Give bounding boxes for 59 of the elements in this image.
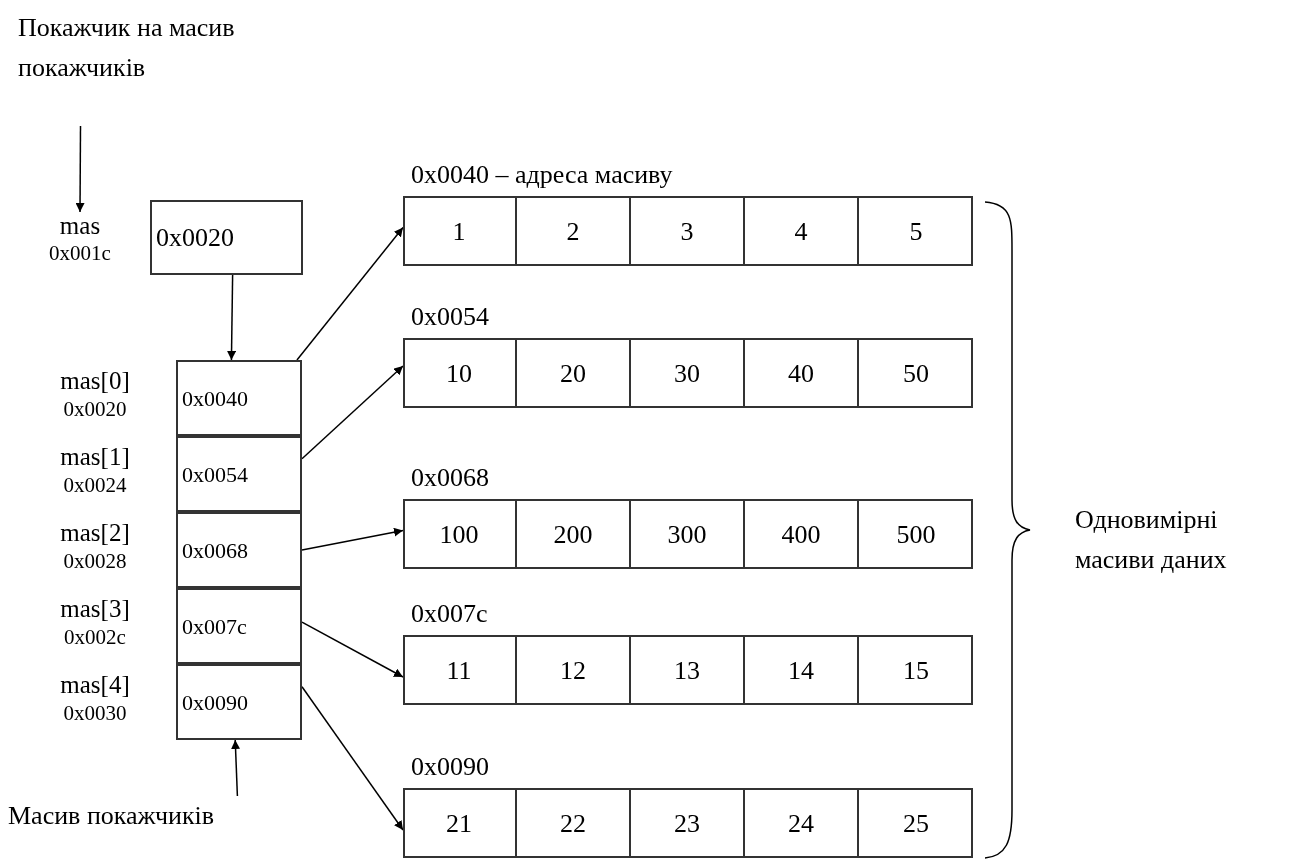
pointer-cell: 0x0068 — [176, 512, 302, 588]
variable-name: mas — [59, 212, 101, 240]
array-cell: 5 — [859, 196, 973, 266]
arrow — [75, 125, 85, 213]
arrow — [301, 621, 404, 678]
pointer-cell: 0x007c — [176, 588, 302, 664]
arrow — [301, 365, 404, 460]
array-cell: 3 — [631, 196, 745, 266]
variable-name: mas[2] — [60, 518, 130, 548]
array-cell: 50 — [859, 338, 973, 408]
array-cell: 2 — [517, 196, 631, 266]
variable-name: mas[4] — [60, 670, 130, 700]
array-address-label: 0x0090 — [411, 751, 489, 783]
arrow — [296, 226, 404, 361]
array-cell: 200 — [517, 499, 631, 569]
arrow — [301, 686, 404, 831]
pointer-box: 0x0020 — [150, 200, 303, 275]
memory-address: 0x0030 — [63, 700, 127, 726]
array-cell: 30 — [631, 338, 745, 408]
arrow — [227, 274, 237, 361]
memory-address: 0x001c — [49, 240, 111, 266]
variable-name: mas[0] — [60, 366, 130, 396]
note-text: Одновимірні масиви даних — [1075, 500, 1285, 630]
note-text: Покажчик на масив покажчиків — [18, 8, 268, 126]
array-cell: 21 — [403, 788, 517, 858]
array-cell: 15 — [859, 635, 973, 705]
pointer-cell: 0x0040 — [176, 360, 302, 436]
array-cell: 300 — [631, 499, 745, 569]
array-address-label: 0x0040 – адреса масиву — [411, 159, 673, 191]
array-cell: 11 — [403, 635, 517, 705]
memory-address: 0x002c — [64, 624, 126, 650]
array-cell: 10 — [403, 338, 517, 408]
memory-address: 0x0020 — [63, 396, 127, 422]
array-cell: 24 — [745, 788, 859, 858]
array-cell: 20 — [517, 338, 631, 408]
pointer-cell: 0x0054 — [176, 436, 302, 512]
memory-address: 0x0024 — [63, 472, 127, 498]
array-address-label: 0x007c — [411, 598, 488, 630]
arrow — [301, 527, 404, 551]
memory-address: 0x0028 — [63, 548, 127, 574]
array-cell: 12 — [517, 635, 631, 705]
array-cell: 22 — [517, 788, 631, 858]
array-cell: 23 — [631, 788, 745, 858]
caption-text: Масив покажчиків — [8, 796, 318, 838]
array-cell: 4 — [745, 196, 859, 266]
array-cell: 25 — [859, 788, 973, 858]
variable-name: mas[3] — [60, 594, 130, 624]
array-address-label: 0x0068 — [411, 462, 489, 494]
array-cell: 500 — [859, 499, 973, 569]
arrow — [231, 739, 241, 797]
array-cell: 1 — [403, 196, 517, 266]
array-cell: 40 — [745, 338, 859, 408]
pointer-cell: 0x0090 — [176, 664, 302, 740]
variable-name: mas[1] — [60, 442, 130, 472]
array-cell: 100 — [403, 499, 517, 569]
array-cell: 13 — [631, 635, 745, 705]
array-address-label: 0x0054 — [411, 301, 489, 333]
array-cell: 14 — [745, 635, 859, 705]
array-cell: 400 — [745, 499, 859, 569]
